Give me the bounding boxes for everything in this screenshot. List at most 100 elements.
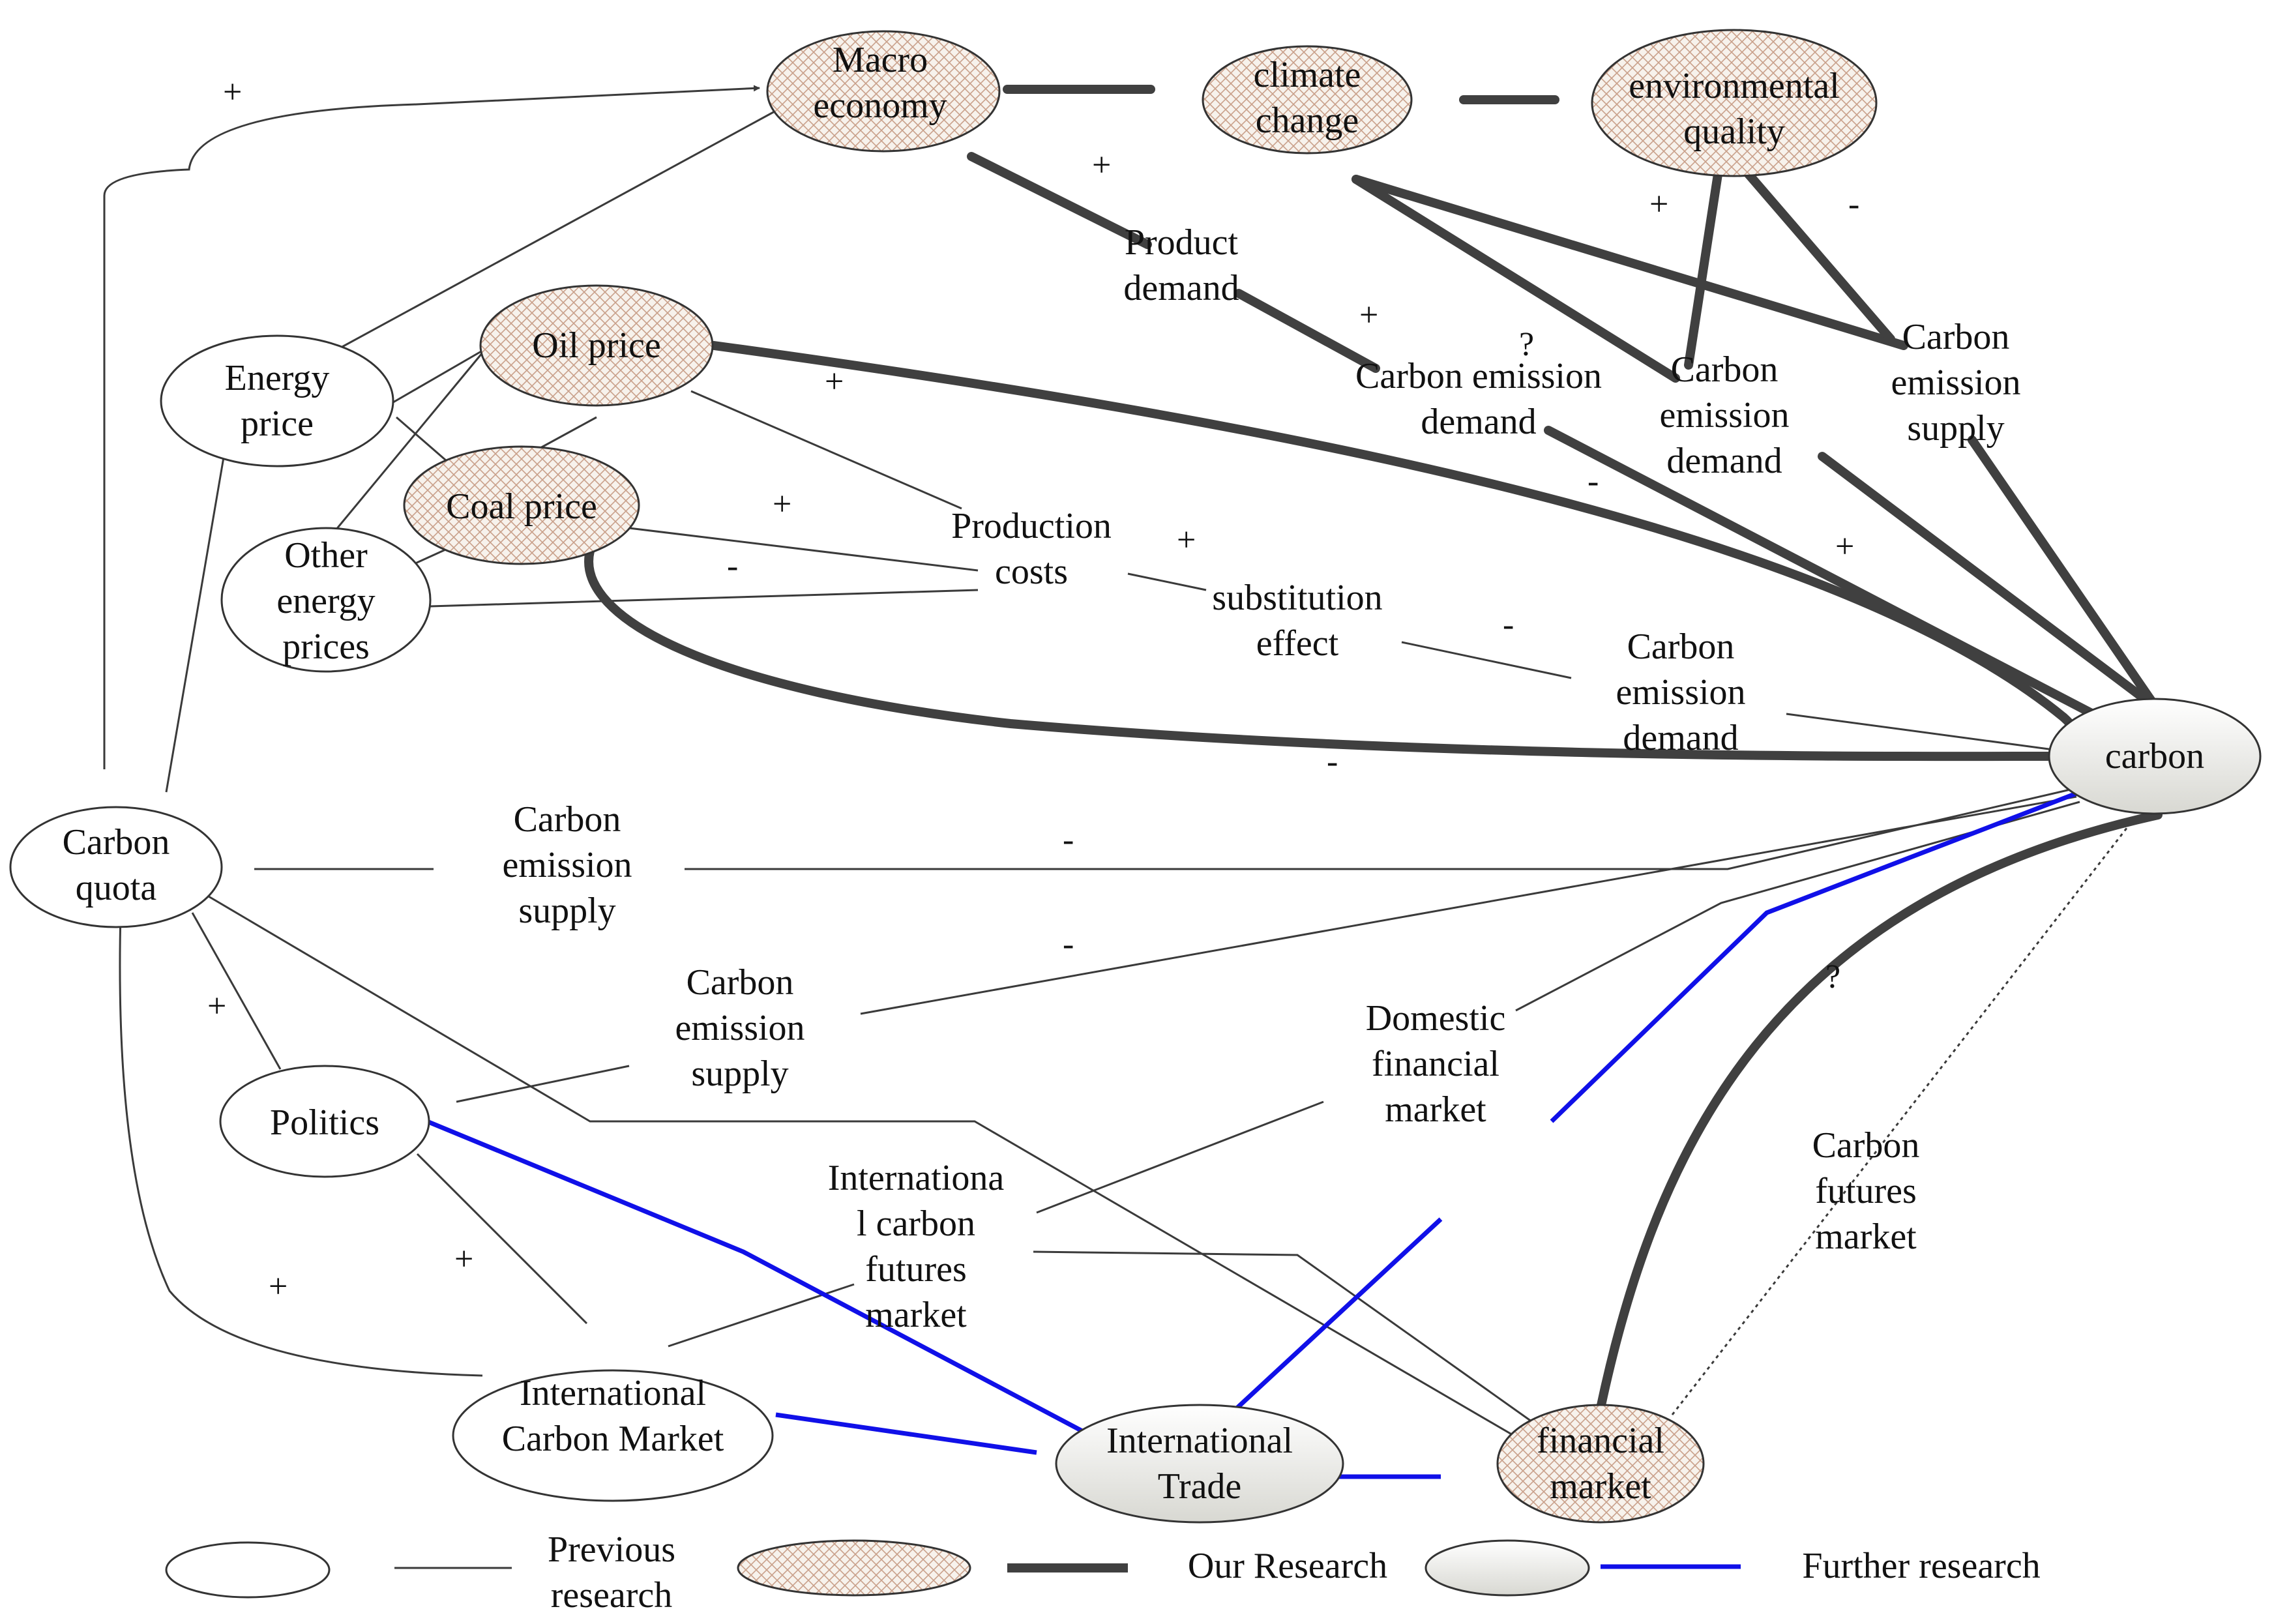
- node-label: Energy: [225, 358, 330, 398]
- label-text: Carbon emission: [1355, 356, 1602, 396]
- label-text: demand: [1666, 441, 1782, 481]
- label-text: futures: [865, 1249, 967, 1290]
- link-coal-carbon: [584, 546, 2058, 761]
- node-carbon[interactable]: carbon: [2048, 698, 2262, 815]
- label-domestic-financial-market: Domestic financial market: [1366, 998, 1506, 1130]
- link-climate-supply: [1351, 175, 1908, 350]
- node-label: International: [1106, 1421, 1293, 1461]
- label-text: Carbon: [1671, 349, 1779, 390]
- legend-label: Further research: [1802, 1546, 2040, 1586]
- link-intl-market-trade: [775, 1412, 1037, 1455]
- label-text: market: [865, 1295, 967, 1335]
- label-text: demand: [1623, 718, 1738, 758]
- label-text: futures: [1815, 1171, 1917, 1211]
- link-oil-other: [328, 348, 487, 539]
- node-label: Other: [284, 535, 368, 576]
- node-label: Coal price: [446, 486, 597, 527]
- label-text: Carbon: [1812, 1125, 1920, 1166]
- node-coal-price[interactable]: Coal price: [403, 445, 640, 565]
- label-substitution-effect: substitution effect: [1212, 578, 1382, 664]
- legend-our-research: Our Research: [737, 1539, 1387, 1597]
- link-futures-domestic: [1036, 1100, 1324, 1214]
- node-label: price: [241, 404, 314, 444]
- label-text: costs: [995, 552, 1068, 592]
- label-text: Carbon: [514, 799, 621, 840]
- node-macro-economy[interactable]: Macro economy: [766, 30, 1001, 153]
- sign: -: [1587, 463, 1599, 500]
- node-label: Carbon Market: [502, 1419, 724, 1459]
- sign: +: [1359, 297, 1378, 334]
- node-label: International: [520, 1373, 706, 1413]
- sign: +: [773, 486, 791, 523]
- node-label: quota: [76, 868, 157, 908]
- node-label: change: [1256, 100, 1359, 141]
- node-politics[interactable]: Politics: [219, 1065, 430, 1178]
- label-text: supply: [518, 891, 615, 931]
- link-energy-quota: [165, 449, 226, 793]
- label-carbon-futures-market: Carbon futures market: [1812, 1125, 1920, 1257]
- node-label: carbon: [2105, 736, 2204, 776]
- link-costs-substitution: [1127, 572, 1207, 591]
- legend-gradient-ellipse: [1425, 1539, 1590, 1597]
- link-quota-politics: [191, 912, 282, 1070]
- sign: ?: [1825, 958, 1840, 996]
- label-text: emission: [1659, 395, 1789, 436]
- label-text: Carbon: [1627, 627, 1735, 667]
- label-text: Production: [951, 506, 1112, 546]
- label-text: market: [1385, 1089, 1486, 1130]
- node-label: prices: [282, 627, 370, 667]
- node-climate-change[interactable]: climate change: [1202, 45, 1413, 155]
- label-text: market: [1815, 1217, 1917, 1257]
- link-oil-carbon: [709, 341, 2068, 722]
- legend: Previous research Our Research Further r…: [165, 1529, 2041, 1616]
- legend-further-research: Further research: [1425, 1539, 2041, 1597]
- node-label: Macro: [833, 40, 928, 80]
- label-text: supply: [1907, 408, 2004, 449]
- label-international-carbon-futures-market: Internationa l carbon futures market: [828, 1158, 1005, 1335]
- link-financial-carbon: [1596, 810, 2163, 1413]
- node-label: energy: [276, 581, 375, 621]
- link-oil-costs: [690, 390, 962, 510]
- node-international-trade[interactable]: International Trade: [1055, 1404, 1344, 1524]
- node-financial-market[interactable]: financial market: [1496, 1404, 1705, 1524]
- link-futures-financial: [1033, 1250, 1546, 1432]
- node-label: Oil price: [532, 325, 660, 366]
- legend-label: Our Research: [1188, 1546, 1387, 1586]
- label-product-demand: Product demand: [1123, 222, 1239, 308]
- sign: -: [1063, 926, 1074, 963]
- label-text: financial: [1372, 1044, 1499, 1084]
- node-energy-price[interactable]: Energy price: [160, 334, 394, 467]
- sign: -: [727, 548, 738, 585]
- link-macro-product: [967, 152, 1152, 249]
- node-label: financial: [1537, 1421, 1664, 1461]
- our-research-links: [584, 85, 2163, 1413]
- sign: +: [207, 988, 226, 1025]
- node-carbon-quota[interactable]: Carbon quota: [9, 806, 223, 928]
- node-other-energy-prices[interactable]: Other energy prices: [220, 527, 432, 673]
- link-env-supply: [1723, 145, 1895, 344]
- link-demand2-carbon: [1818, 452, 2156, 709]
- sign: -: [1063, 821, 1074, 859]
- label-text: Internationa: [828, 1158, 1005, 1198]
- link-coal-other: [413, 546, 450, 565]
- link-oil-energy: [389, 347, 486, 406]
- link-supply-carbon: [685, 788, 2074, 870]
- node-international-carbon-market[interactable]: International Carbon Market: [452, 1369, 774, 1502]
- relation-signs: + + + ? + - + + - + - - + - - - ? + + +: [207, 74, 1859, 1305]
- link-quota-macro: [103, 85, 760, 769]
- label-text: effect: [1256, 623, 1339, 664]
- node-oil-price[interactable]: Oil price: [479, 284, 714, 407]
- link-politics-intl-market: [416, 1153, 588, 1325]
- previous-research-links: [103, 85, 2133, 1455]
- link-politics-supply2: [456, 1065, 630, 1103]
- link-financial-carbon-dotted: [1671, 821, 2133, 1415]
- further-research-links: [426, 790, 2081, 1479]
- link-quota-intl-market: [119, 912, 483, 1377]
- label-text: emission: [502, 845, 632, 885]
- link-demand1-carbon: [1544, 426, 2097, 718]
- sign: +: [825, 363, 844, 400]
- node-environmental-quality[interactable]: environmental quality: [1591, 29, 1878, 177]
- label-text: emission: [1891, 362, 2020, 403]
- sign: -: [1848, 186, 1859, 223]
